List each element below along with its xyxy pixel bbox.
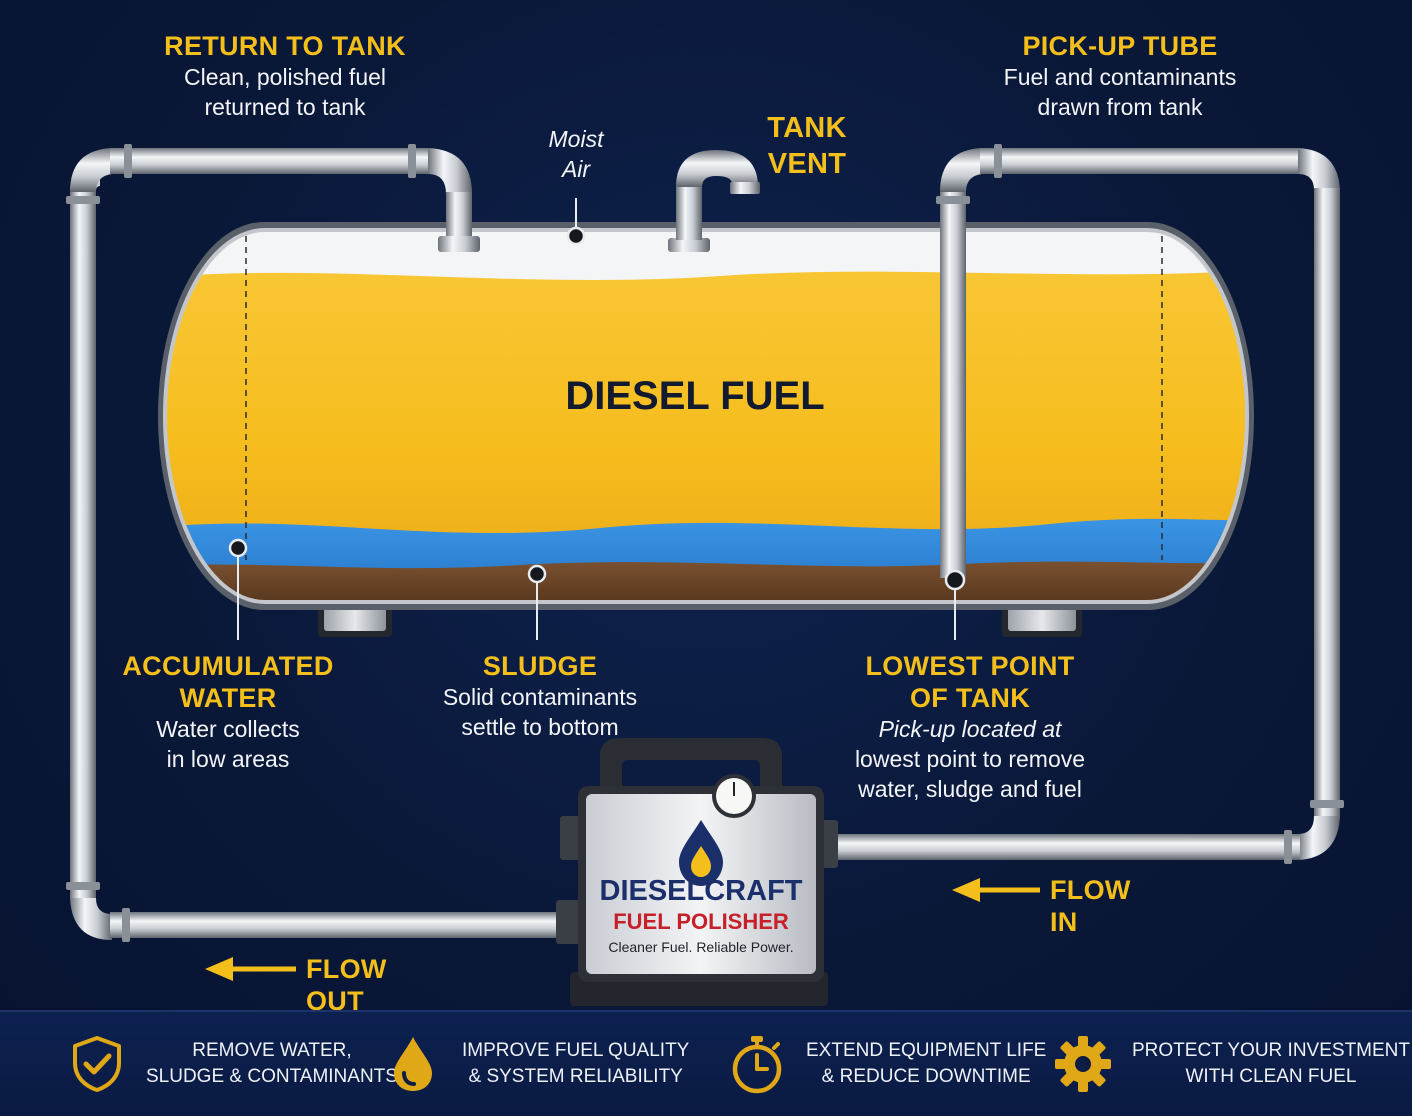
lowest-desc-line2: lowest point to remove [854, 746, 1086, 772]
feature-4-text: PROTECT YOUR INVESTMENT WITH CLEAN FUEL [1132, 1038, 1410, 1090]
leader-lines [228, 198, 966, 640]
tank-vent [668, 150, 760, 252]
flow-in-label: FLOW IN [1050, 875, 1131, 937]
feature-equipment-life: EXTEND EQUIPMENT LIFE & REDUCE DOWNTIME [726, 1012, 1046, 1116]
return-to-tank-label: RETURN TO TANK Clean, polished fuel retu… [150, 30, 420, 122]
sludge-title: SLUDGE [482, 651, 598, 681]
pickup-pipe [830, 144, 1344, 864]
tank-vent-line2: VENT [767, 148, 847, 180]
feature-3-line2: & REDUCE DOWNTIME [821, 1066, 1031, 1087]
water-desc-line1: Water collects [156, 716, 300, 742]
lowest-desc-line3: water, sludge and fuel [858, 776, 1082, 802]
sludge-desc-line2: settle to bottom [461, 714, 619, 740]
return-pipe [66, 144, 570, 942]
sludge-layer [165, 561, 1247, 602]
lowest-point-label: LOWEST POINT OF TANK Pick-up located at … [850, 650, 1090, 804]
pickup-tube-label: PICK-UP TUBE Fuel and contaminants drawn… [990, 30, 1250, 122]
sludge-label: SLUDGE Solid contaminants settle to bott… [420, 650, 660, 742]
accumulated-water-label: ACCUMULATED WATER Water collects in low … [118, 650, 338, 774]
feature-1-line2: SLUDGE & CONTAMINANTS [146, 1066, 398, 1087]
feature-bar: REMOVE WATER, SLUDGE & CONTAMINANTS IMPR… [0, 1010, 1412, 1116]
feature-protect-investment: PROTECT YOUR INVESTMENT WITH CLEAN FUEL [1052, 1012, 1410, 1116]
feature-1-text: REMOVE WATER, SLUDGE & CONTAMINANTS [146, 1038, 398, 1090]
tagline: Cleaner Fuel. Reliable Power. [608, 939, 794, 955]
flow-in-arrow [952, 878, 1040, 902]
feature-2-line2: & SYSTEM RELIABILITY [468, 1066, 683, 1087]
tank-vent-label: TANK VENT [752, 110, 862, 182]
sludge-desc-line1: Solid contaminants [442, 684, 638, 710]
storage-tank [158, 222, 1254, 610]
lowest-title-line1: LOWEST POINT [865, 651, 1075, 681]
diagram-stage: RETURN TO TANK Clean, polished fuel retu… [66, 30, 1344, 1016]
flow-out-arrow [205, 957, 296, 981]
feature-3-text: EXTEND EQUIPMENT LIFE & REDUCE DOWNTIME [806, 1038, 1046, 1090]
moist-air-line2: Air [561, 156, 591, 182]
fuel-drop-icon [394, 1037, 432, 1091]
feature-2-line1: IMPROVE FUEL QUALITY [462, 1040, 690, 1061]
shield-check-icon [73, 1036, 121, 1092]
dieselcraft-logo-icon [679, 820, 723, 886]
fuel-polisher-unit [556, 738, 838, 1006]
return-title: RETURN TO TANK [164, 31, 406, 61]
flow-out-label: FLOW OUT [306, 954, 387, 1016]
polisher-branding: DIESELCRAFT FUEL POLISHER Cleaner Fuel. … [586, 874, 816, 958]
return-desc-line2: returned to tank [204, 94, 366, 120]
pickup-title: PICK-UP TUBE [1022, 31, 1218, 61]
water-desc-line2: in low areas [166, 746, 290, 772]
pickup-desc-line2: drawn from tank [1037, 94, 1203, 120]
tank-vent-line1: TANK [767, 112, 847, 144]
gear-icon [1055, 1036, 1111, 1092]
brand-name: DIESELCRAFT [599, 875, 803, 907]
product-name: FUEL POLISHER [613, 909, 789, 934]
feature-remove-water: REMOVE WATER, SLUDGE & CONTAMINANTS [66, 1012, 398, 1116]
feature-2-text: IMPROVE FUEL QUALITY & SYSTEM RELIABILIT… [462, 1038, 689, 1090]
moist-air-line1: Moist [548, 126, 604, 152]
feature-4-line1: PROTECT YOUR INVESTMENT [1132, 1040, 1410, 1061]
lowest-title-line2: OF TANK [909, 683, 1031, 713]
feature-fuel-quality: IMPROVE FUEL QUALITY & SYSTEM RELIABILIT… [382, 1012, 689, 1116]
stopwatch-icon [732, 1036, 782, 1094]
lowest-desc-line1: Pick-up located at [878, 716, 1062, 742]
moist-air-label: Moist Air [530, 124, 622, 184]
return-desc-line1: Clean, polished fuel [183, 64, 387, 90]
feature-3-line1: EXTEND EQUIPMENT LIFE [806, 1040, 1047, 1061]
water-title-line2: WATER [179, 683, 277, 713]
pickup-desc-line1: Fuel and contaminants [1003, 64, 1237, 90]
fuel-polishing-diagram [66, 144, 1344, 1006]
feature-4-line2: WITH CLEAN FUEL [1185, 1066, 1357, 1087]
feature-1-line1: REMOVE WATER, [192, 1040, 352, 1061]
water-title-line1: ACCUMULATED [122, 651, 334, 681]
diesel-fuel-label: DIESEL FUEL [565, 374, 825, 418]
